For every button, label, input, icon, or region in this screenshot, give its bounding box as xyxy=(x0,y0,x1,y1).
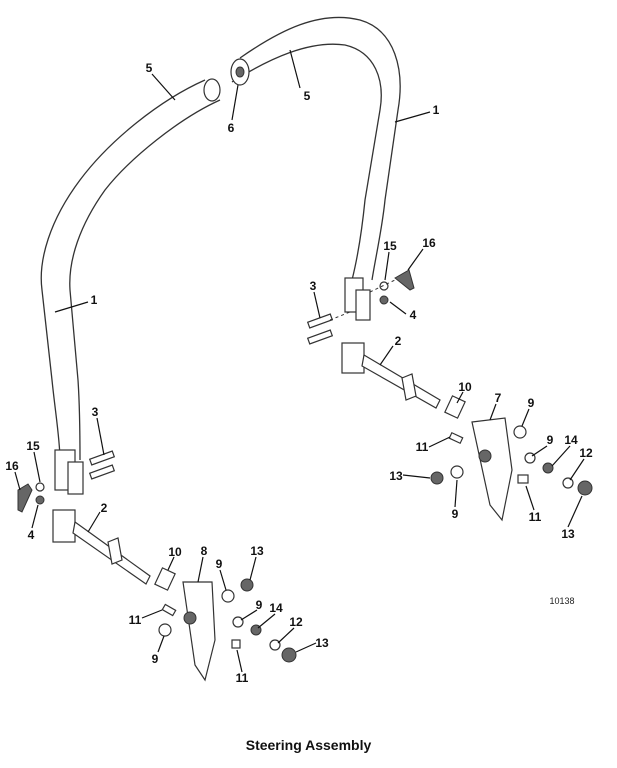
callout: 16 xyxy=(5,459,19,473)
callout: 10 xyxy=(458,380,472,394)
right-shaft-assembly xyxy=(306,269,593,522)
callout: 14 xyxy=(564,433,578,447)
callout: 3 xyxy=(92,405,99,419)
callout: 11 xyxy=(129,613,142,627)
left-shaft-assembly xyxy=(17,450,297,682)
callout: 13 xyxy=(250,544,264,558)
callout: 10 xyxy=(168,545,182,559)
callout: 1 xyxy=(91,293,98,307)
callout: 16 xyxy=(422,236,436,250)
callout: 5 xyxy=(146,61,153,75)
callout: 6 xyxy=(228,121,235,135)
callout: 9 xyxy=(528,396,535,410)
callout: 9 xyxy=(547,433,554,447)
callout: 13 xyxy=(389,469,403,483)
callout: 9 xyxy=(216,557,223,571)
callout: 5 xyxy=(304,89,311,103)
callout: 2 xyxy=(395,334,402,348)
callout: 4 xyxy=(28,528,35,542)
callout-leaders xyxy=(14,49,585,673)
callout: 12 xyxy=(579,446,593,460)
figure-number: 10138 xyxy=(549,596,574,606)
callout: 9 xyxy=(256,598,263,612)
callout: 9 xyxy=(152,652,159,666)
diagram-title: Steering Assembly xyxy=(245,737,372,753)
callout-labels: 5 5 6 1 1 15 16 3 4 2 10 7 9 11 9 14 12 … xyxy=(5,61,593,685)
callout: 11 xyxy=(529,510,542,524)
callout: 8 xyxy=(201,544,208,558)
callout: 4 xyxy=(410,308,417,322)
callout: 1 xyxy=(433,103,440,117)
callout: 7 xyxy=(495,391,502,405)
callout: 9 xyxy=(452,507,459,521)
callout: 15 xyxy=(26,439,40,453)
right-steering-lever xyxy=(230,16,401,321)
callout: 11 xyxy=(236,671,249,685)
callout: 11 xyxy=(416,440,429,454)
callout: 15 xyxy=(383,239,397,253)
callout: 3 xyxy=(310,279,317,293)
callout: 14 xyxy=(269,601,283,615)
callout: 13 xyxy=(315,636,329,650)
callout: 2 xyxy=(101,501,108,515)
callout: 13 xyxy=(561,527,575,541)
callout: 12 xyxy=(289,615,303,629)
left-steering-lever xyxy=(40,78,221,495)
